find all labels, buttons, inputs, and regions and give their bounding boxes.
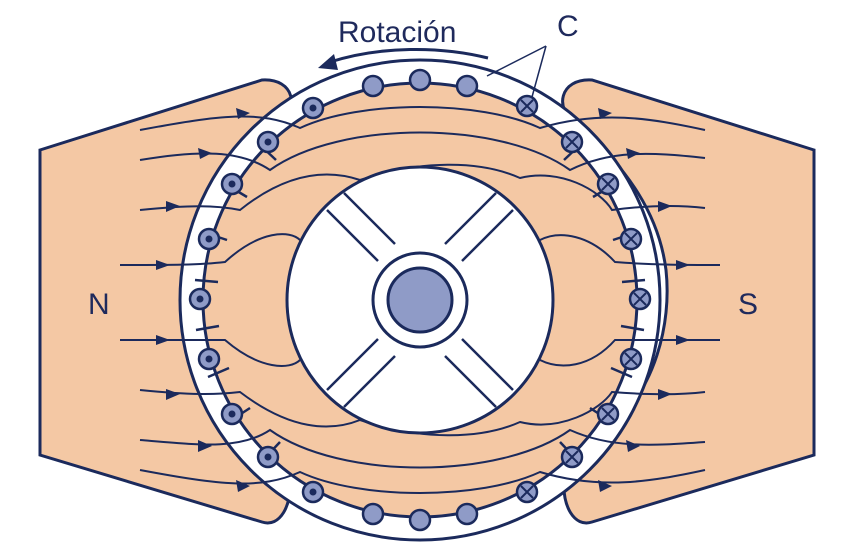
rotation-arrow — [329, 47, 489, 64]
rotation-label: Rotación — [338, 16, 456, 49]
coil-leader-lines — [486, 45, 547, 98]
shaft — [386, 266, 454, 334]
flux-arrows — [156, 108, 690, 492]
rotation-arrowhead — [318, 54, 338, 70]
south-pole-label: S — [738, 288, 758, 321]
north-pole-label: N — [88, 288, 110, 321]
hub-spokes — [326, 192, 514, 408]
conductors-neutral — [361, 68, 479, 532]
coil-label: C — [557, 10, 579, 43]
conductors-in — [515, 94, 652, 504]
conductors-out — [188, 96, 325, 504]
